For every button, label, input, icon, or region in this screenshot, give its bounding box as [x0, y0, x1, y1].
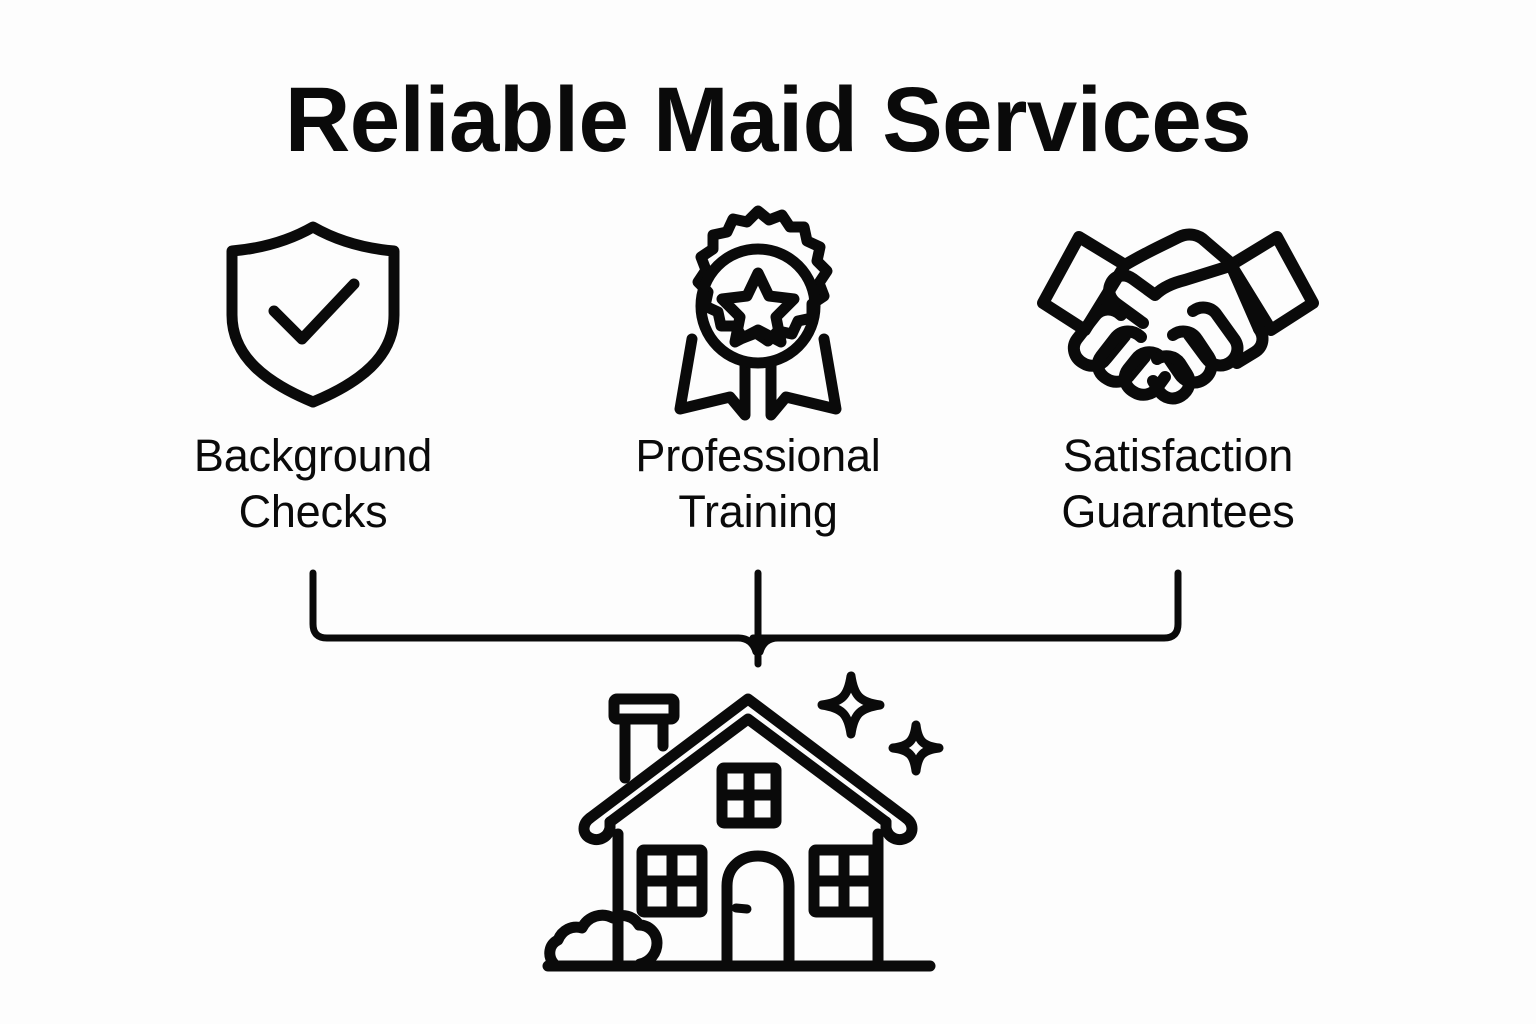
sparkle-large [817, 671, 885, 739]
roof-eave-left [578, 812, 616, 846]
feature-label-line-2: Guarantees [1061, 486, 1295, 537]
door-knob [731, 903, 752, 914]
sparkling-house-icon [542, 668, 950, 992]
brace-right-arm [749, 569, 1182, 642]
brace-left-arm [309, 569, 742, 642]
shield-check-icon [133, 200, 493, 422]
feature-item-satisfaction-guarantees: Satisfaction Guarantees [998, 200, 1358, 540]
brace-connector [290, 560, 1200, 675]
feature-label-line-1: Professional [635, 430, 881, 481]
award-badge-star-icon [578, 200, 938, 422]
chimney-cap [608, 693, 680, 725]
feature-label-line-2: Checks [238, 486, 388, 537]
roof-inner [604, 713, 892, 828]
chimney-stack [619, 713, 669, 784]
attic-window-mullions [716, 762, 782, 829]
handshake-icon [998, 200, 1358, 422]
feature-item-professional-training: Professional Training [578, 200, 938, 540]
page-title: Reliable Maid Services [284, 69, 1252, 171]
brace-center-right-shoulder [756, 634, 782, 656]
feature-label-line-2: Training [678, 486, 838, 537]
sparkle-small [888, 720, 944, 776]
feature-label-professional-training: Professional Training [578, 428, 938, 540]
feature-item-background-checks: Background Checks [133, 200, 493, 540]
left-window-mullions [636, 844, 708, 918]
bush [544, 909, 663, 970]
brace-center-left-shoulder [734, 634, 760, 656]
arched-door [721, 850, 795, 970]
feature-label-line-1: Satisfaction [1062, 430, 1294, 481]
right-window-mullions [808, 844, 880, 918]
feature-label-background-checks: Background Checks [133, 428, 493, 540]
roof-eave-right [880, 812, 918, 846]
feature-label-line-1: Background [193, 430, 433, 481]
roof-outer [584, 693, 912, 824]
feature-label-satisfaction-guarantees: Satisfaction Guarantees [998, 428, 1358, 540]
